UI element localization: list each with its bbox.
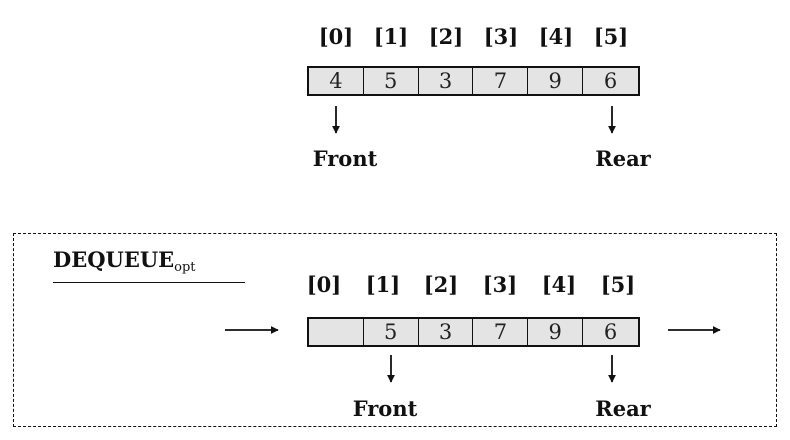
dequeue-index-3: [3] — [482, 272, 518, 297]
dequeue-index-4: [4] — [541, 272, 577, 297]
top-queue-array: 4 5 3 7 9 6 — [307, 66, 640, 96]
dequeue-index-1: [1] — [365, 272, 401, 297]
top-cell-3: 7 — [473, 68, 529, 94]
dequeue-cell-3: 7 — [473, 319, 529, 345]
dequeue-cell-5: 6 — [603, 320, 618, 344]
dequeue-index-0: [0] — [306, 272, 342, 297]
top-index-3: [3] — [483, 24, 519, 49]
top-cell-0: 4 — [309, 68, 364, 94]
dequeue-title: DEQUEUEopt — [53, 248, 196, 280]
dequeue-queue-array: 5 3 7 9 6 — [307, 317, 640, 347]
dequeue-panel-border — [13, 233, 777, 427]
top-index-5: [5] — [593, 24, 629, 49]
dequeue-index-5: [5] — [600, 272, 636, 297]
top-rear-label: Rear — [595, 146, 651, 171]
top-cell-1: 5 — [364, 68, 419, 94]
dequeue-title-subscript: opt — [174, 260, 196, 275]
dequeue-front-label: Front — [352, 396, 418, 421]
top-cell-4: 9 — [528, 68, 584, 94]
dequeue-cell-2: 3 — [419, 319, 474, 345]
top-index-1: [1] — [373, 24, 409, 49]
top-index-2: [2] — [428, 24, 464, 49]
dequeue-cell-1: 5 — [364, 319, 419, 345]
dequeue-index-2: [2] — [423, 272, 459, 297]
top-index-0: [0] — [318, 24, 354, 49]
dequeue-cell-0 — [309, 319, 364, 345]
dequeue-title-underline — [53, 282, 245, 283]
dequeue-title-main: DEQUEUE — [53, 247, 175, 272]
top-index-4: [4] — [538, 24, 574, 49]
dequeue-cell-4: 9 — [528, 319, 584, 345]
top-cell-2: 3 — [419, 68, 474, 94]
top-front-label: Front — [312, 146, 378, 171]
dequeue-rear-label: Rear — [595, 396, 651, 421]
top-cell-5: 6 — [603, 69, 618, 93]
